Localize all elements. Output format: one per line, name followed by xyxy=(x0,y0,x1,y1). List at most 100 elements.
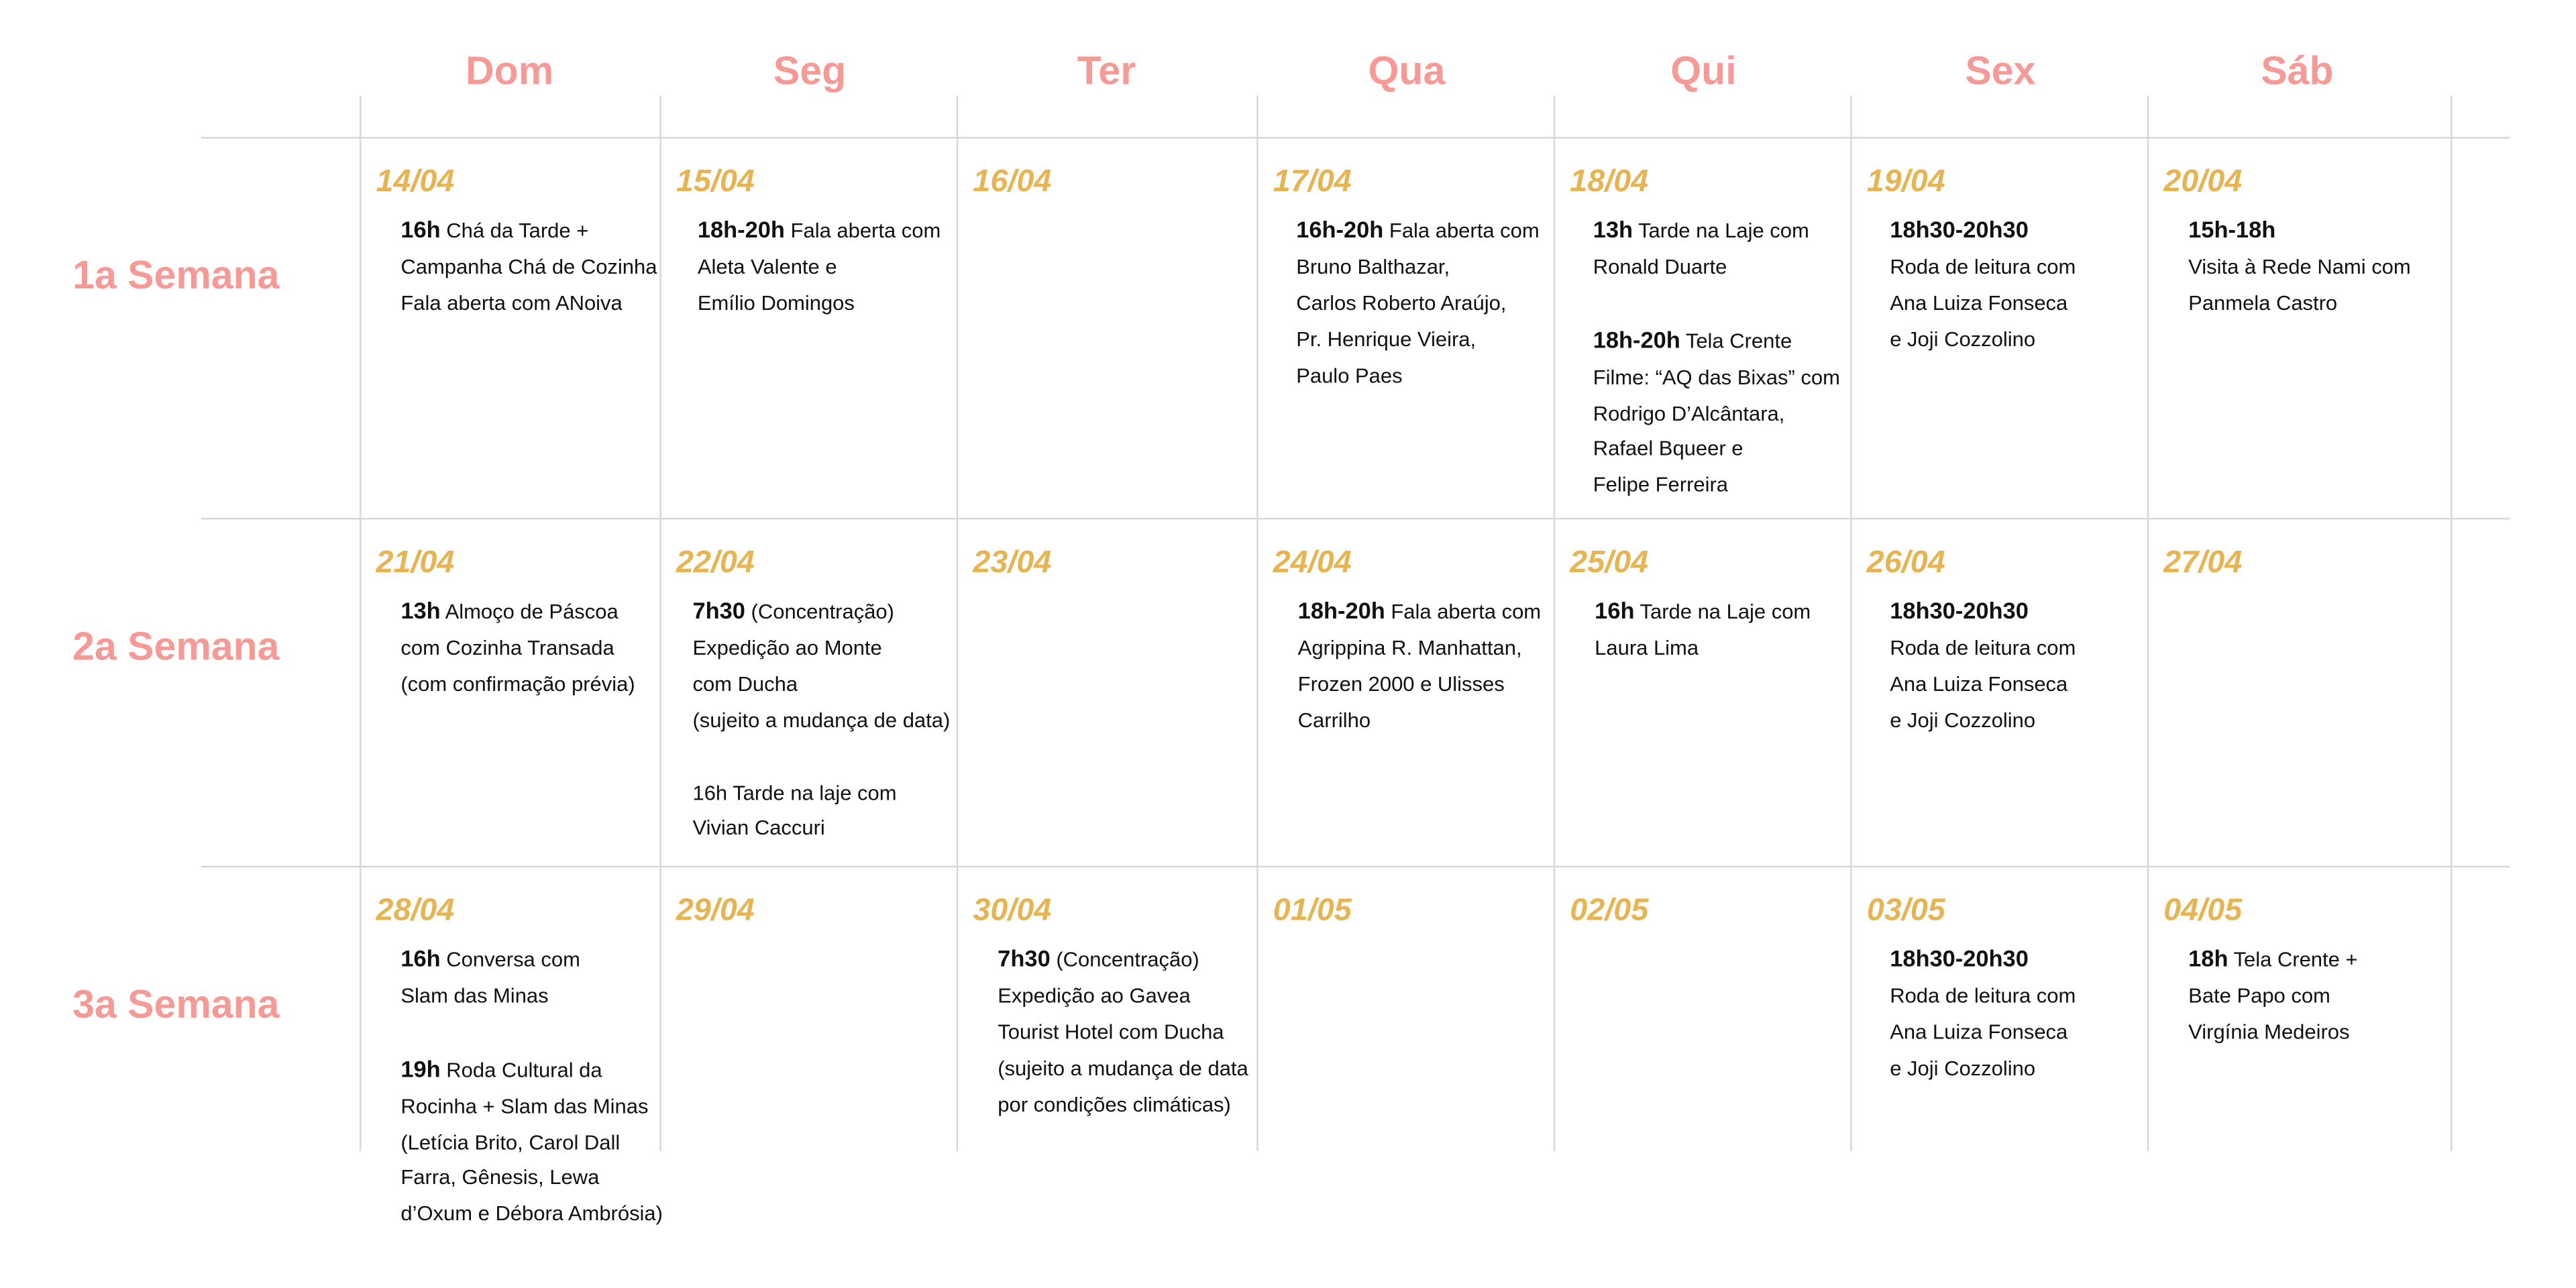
event-description: Rocinha + Slam das Minas xyxy=(400,1094,649,1118)
event-line: 18h-20h Fala aberta com xyxy=(1298,594,1595,631)
event-line: 13h Tarde na Laje com xyxy=(1593,213,1890,250)
event-description: Roda de leitura com xyxy=(1890,636,2076,660)
event-line: 13h Almoço de Páscoa xyxy=(400,594,697,631)
date-label: 23/04 xyxy=(973,545,1052,581)
event-line: (sujeito a mudança de data xyxy=(998,1052,1294,1088)
event-line: Filme: “AQ das Bixas” com xyxy=(1593,360,1890,396)
event-time: 7h30 xyxy=(998,945,1051,971)
event-line: com Cozinha Transada xyxy=(400,631,697,667)
event-description: Roda de leitura com xyxy=(1890,255,2076,279)
event-line: Campanha Chá de Cozinha xyxy=(400,250,697,286)
event-description: (Concentração) xyxy=(745,600,894,624)
event-description: Bruno Balthazar, xyxy=(1296,255,1450,279)
event-description: Tarde na Laje com xyxy=(1633,219,1809,243)
date-label: 30/04 xyxy=(973,894,1052,929)
event-description: Tela Crente xyxy=(1680,329,1792,353)
event-description: Roda Cultural da xyxy=(440,1058,602,1081)
event-description: Slam das Minas xyxy=(400,984,549,1008)
event-line: Emílio Domingos xyxy=(698,286,994,323)
event-description: Ana Luiza Fonseca xyxy=(1890,672,2068,696)
event-line: com Ducha xyxy=(692,667,989,704)
event-line: Agrippina R. Manhattan, xyxy=(1298,631,1595,667)
event-description: Vivian Caccuri xyxy=(692,816,825,841)
event-description: Tourist Hotel com Ducha xyxy=(998,1020,1224,1044)
event-description: (sujeito a mudança de data) xyxy=(692,708,951,732)
event-line: Aleta Valente e xyxy=(698,250,994,286)
day-header: Sex xyxy=(1965,49,2036,95)
day-header: Dom xyxy=(466,49,554,95)
day-header: Ter xyxy=(1077,49,1136,95)
date-label: 25/04 xyxy=(1570,545,1649,581)
event-description: Fala aberta com ANoiva xyxy=(400,291,623,315)
event-time: 18h-20h xyxy=(1593,326,1680,353)
event-line: Tourist Hotel com Ducha xyxy=(998,1016,1294,1052)
event-description: Tarde na Laje com xyxy=(1634,600,1811,624)
event-line: 15h-18h xyxy=(2188,213,2485,250)
event-line: 18h-20h Tela Crente xyxy=(1593,323,1890,360)
date-label: 29/04 xyxy=(676,894,755,929)
event-description: Chá da Tarde + xyxy=(440,219,589,243)
date-label: 02/05 xyxy=(1570,894,1649,929)
event-description: Laura Lima xyxy=(1595,636,1699,660)
event-line: Bruno Balthazar, xyxy=(1296,250,1593,286)
date-label: 28/04 xyxy=(376,894,455,929)
grid-column-divider xyxy=(1850,95,1852,1151)
event-description: com Cozinha Transada xyxy=(400,636,614,660)
date-label: 14/04 xyxy=(376,164,455,200)
event-line: 16h Tarde na laje com xyxy=(692,776,989,812)
week-label: 1a Semana xyxy=(72,254,280,299)
event-line: 18h-20h Fala aberta com xyxy=(698,213,994,250)
event-line: por condições climáticas) xyxy=(998,1088,1294,1124)
event-time: 18h30-20h30 xyxy=(1890,216,2029,243)
date-label: 20/04 xyxy=(2163,164,2243,200)
event-description: Farra, Gênesis, Lewa xyxy=(400,1167,600,1190)
date-label: 04/05 xyxy=(2163,894,2243,929)
event-line: 18h30-20h30 xyxy=(1890,594,2186,631)
event-description: Tela Crente + xyxy=(2228,948,2358,971)
event-line: Roda de leitura com xyxy=(1890,631,2186,667)
date-label: 17/04 xyxy=(1273,164,1352,200)
event-line: Ana Luiza Fonseca xyxy=(1890,1016,2186,1052)
event-line: 18h30-20h30 xyxy=(1890,942,2186,979)
event-line: Slam das Minas xyxy=(400,979,697,1016)
event-description: Fala aberta com xyxy=(1383,219,1540,243)
event-description: Campanha Chá de Cozinha xyxy=(400,255,657,279)
week-label: 2a Semana xyxy=(72,625,280,670)
grid-row-divider xyxy=(201,517,2510,520)
event-description: Ana Luiza Fonseca xyxy=(1890,291,2068,315)
event-line: Roda de leitura com xyxy=(1890,979,2186,1016)
grid-column-divider xyxy=(659,95,661,1151)
event-text: 16h Chá da Tarde +Campanha Chá de Cozinh… xyxy=(400,213,697,323)
event-description: 16h Tarde na laje com xyxy=(692,781,897,804)
event-text: 7h30 (Concentração) Expedição ao Monte com… xyxy=(692,594,989,848)
event-description: Agrippina R. Manhattan, xyxy=(1297,636,1522,660)
event-line: Bate Papo com xyxy=(2188,979,2485,1016)
date-label: 24/04 xyxy=(1273,545,1352,581)
grid-column-divider xyxy=(1256,95,1258,1151)
event-line: Ana Luiza Fonseca xyxy=(1890,286,2186,323)
line-gap xyxy=(400,1016,697,1052)
event-description: Frozen 2000 e Ulisses xyxy=(1297,672,1505,696)
date-label: 01/05 xyxy=(1273,894,1352,929)
event-time: 16h xyxy=(400,945,441,971)
event-line: 19h Roda Cultural da xyxy=(400,1052,697,1089)
event-line: (com confirmação prévia) xyxy=(400,667,697,704)
event-description: (sujeito a mudança de data xyxy=(998,1057,1248,1080)
date-label: 03/05 xyxy=(1866,894,1945,929)
event-line: 16h Conversa com xyxy=(400,942,697,979)
event-line: Expedição ao Monte xyxy=(692,631,989,667)
event-line: Carrilho xyxy=(1298,704,1595,740)
event-line: d’Oxum e Débora Ambrósia) xyxy=(400,1198,697,1234)
event-time: 7h30 xyxy=(692,596,745,624)
event-description: Expedição ao Monte xyxy=(692,636,882,660)
event-line: e Joji Cozzolino xyxy=(1890,323,2186,359)
event-line: Carlos Roberto Araújo, xyxy=(1296,286,1593,323)
